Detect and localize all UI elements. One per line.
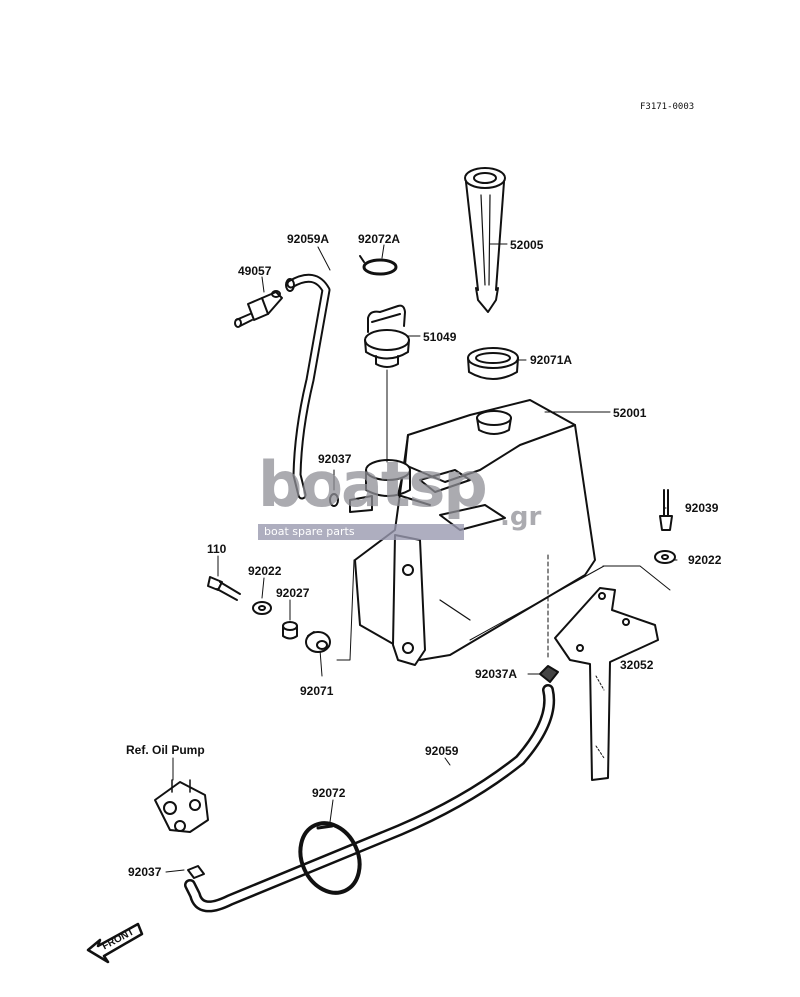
reference-label-oil-pump: Ref. Oil Pump: [126, 743, 205, 757]
diagram-code: F3171-0003: [640, 102, 695, 112]
part-label-51049[interactable]: 51049: [423, 330, 457, 344]
part-label-92039[interactable]: 92039: [685, 501, 719, 515]
front-arrow-icon: [86, 922, 144, 964]
part-label-92059[interactable]: 92059: [425, 744, 459, 758]
part-label-92059A[interactable]: 92059A: [287, 232, 330, 246]
tank-filler-neck: [476, 410, 512, 435]
oil-pump: [154, 779, 209, 833]
part-label-110[interactable]: 110: [207, 542, 227, 556]
bolt-110: [207, 576, 241, 601]
part-label-92072[interactable]: 92072: [312, 786, 346, 800]
part-label-92037-upper[interactable]: 92037: [318, 452, 352, 466]
part-label-92037-lower[interactable]: 92037: [128, 865, 162, 879]
watermark-brand: boatsp: [258, 448, 488, 521]
bracket-32052: [554, 587, 659, 781]
hose-92059: [184, 684, 556, 913]
hose-92059A: [285, 273, 331, 500]
part-label-52001[interactable]: 52001: [613, 406, 647, 420]
clamp-92037A: [539, 665, 559, 683]
part-label-92022-right[interactable]: 92022: [688, 553, 722, 567]
collar-92027: [282, 621, 298, 640]
part-label-32052[interactable]: 32052: [620, 658, 654, 672]
cap-51049: [364, 304, 410, 368]
washer-92022-left: [252, 601, 272, 615]
clamp-92072A: [359, 255, 398, 276]
tank-outlet: [329, 459, 411, 513]
oil-tank: [354, 399, 596, 666]
clamp-92037-bottom: [187, 865, 205, 879]
gauge-52005: [464, 167, 506, 313]
part-label-49057[interactable]: 49057: [238, 264, 272, 278]
valve-49057: [234, 290, 283, 328]
grommet-92071: [305, 631, 331, 653]
part-label-92072A[interactable]: 92072A: [358, 232, 401, 246]
cap-92071A: [467, 347, 519, 380]
part-label-92037A[interactable]: 92037A: [475, 667, 518, 681]
watermark-tagline: boat spare parts: [258, 524, 464, 540]
bolt-92039: [659, 489, 673, 531]
clamp-92072: [298, 821, 362, 895]
washer-92022-right: [654, 550, 676, 564]
part-label-92071A[interactable]: 92071A: [530, 353, 573, 367]
part-label-52005[interactable]: 52005: [510, 238, 544, 252]
watermark-suffix: .gr: [500, 502, 542, 532]
part-label-92022-left[interactable]: 92022: [248, 564, 282, 578]
part-label-92071[interactable]: 92071: [300, 684, 334, 698]
part-label-92027[interactable]: 92027: [276, 586, 310, 600]
